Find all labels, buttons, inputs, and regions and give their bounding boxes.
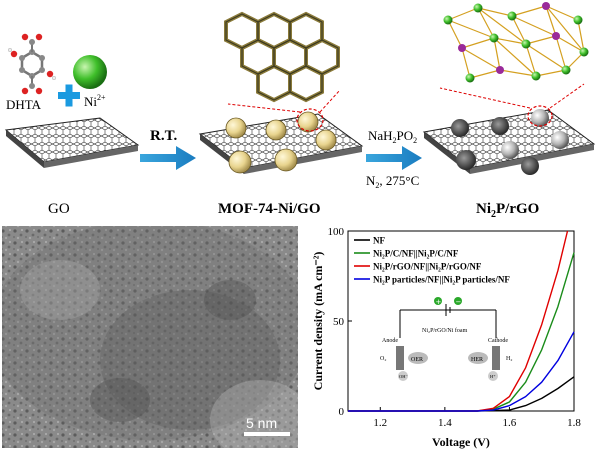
x-tick-label: 1.6 [503, 417, 517, 429]
reaction-arrow-1 [140, 146, 196, 170]
mof-go-label: MOF-74-Ni/GO [218, 201, 320, 217]
electrolyzer-inset: + − Ni₂P/rGO/Ni foam Anode Cathode OER H… [380, 297, 512, 381]
y-axis-label: Current density (mA cm⁻²) [311, 252, 325, 391]
anode-electrode [396, 346, 404, 370]
scale-bar-label: 5 nm [246, 415, 277, 431]
x-tick-label: 1.8 [567, 417, 581, 429]
tem-micrograph: 5 nm [2, 226, 298, 448]
ni-ion-label: Ni2+ [84, 93, 106, 109]
ni2p-particles [451, 109, 569, 175]
anode-label: Anode [382, 338, 398, 344]
legend-label-3: Ni₂P particles/NF||Ni₂P particles/NF [373, 275, 510, 285]
o2-label: O₂ [380, 356, 386, 362]
ni2p-rgo-label: Ni2P/rGO [476, 201, 539, 220]
cathode-label: Cathode [488, 338, 508, 344]
inset-title: Ni₂P/rGO/Ni foam [422, 327, 468, 334]
legend-label-2: Ni₂P/rGO/NF||Ni₂P/rGO/NF [373, 262, 482, 272]
plus-sign-icon [58, 84, 80, 107]
series-line-0 [348, 376, 575, 412]
x-axis-ticks: 1.2 1.4 1.6 1.8 [373, 407, 581, 429]
series-lines [348, 230, 575, 412]
mof-particles [225, 111, 337, 174]
step2-atmosphere: N2, 275°C [366, 173, 419, 190]
ni-ion-icon [73, 55, 107, 89]
plus-terminal-icon [434, 297, 442, 305]
graphene-oxide-sheet [4, 117, 140, 163]
y-tick-label: 50 [333, 316, 345, 328]
series-line-3 [348, 331, 575, 412]
go-label: GO [48, 201, 70, 217]
y-axis-ticks: 0 50 100 [328, 226, 352, 418]
svg-text:+: + [436, 298, 442, 306]
x-tick-label: 1.4 [438, 417, 452, 429]
oh-label: OH⁻ [399, 374, 408, 379]
synthesis-scheme: DHTA Ni2+ GO R.T. [4, 2, 596, 220]
step2-reagent: NaH2PO2 [368, 128, 417, 145]
svg-text:HER: HER [471, 357, 483, 363]
hplus-label: H⁺ [490, 374, 496, 379]
legend-label-0: NF [373, 236, 385, 246]
x-tick-label: 1.2 [373, 417, 387, 429]
y-tick-label: 100 [328, 226, 345, 238]
minus-terminal-icon [454, 297, 462, 305]
svg-text:−: − [456, 298, 462, 306]
h2-label: H₂ [506, 356, 512, 362]
step1-condition: R.T. [150, 128, 177, 144]
mof-framework-structure [224, 11, 340, 103]
reaction-arrow-2 [366, 146, 422, 170]
legend-label-1: Ni₂P/C/NF||Ni₂P/C/NF [373, 249, 459, 259]
oer-bubble [408, 352, 428, 364]
her-bubble [468, 352, 488, 364]
chart-legend: NF Ni₂P/C/NF||Ni₂P/C/NF Ni₂P/rGO/NF||Ni₂P/… [354, 236, 510, 285]
ni2p-crystal-structure [443, 2, 589, 83]
y-tick-label: 0 [339, 406, 345, 418]
svg-text:OER: OER [411, 357, 423, 363]
cathode-electrode [492, 346, 500, 370]
dhta-molecule-icon [7, 33, 57, 95]
dhta-label: DHTA [6, 97, 42, 112]
polarization-chart: 0 50 100 1.2 1.4 1.6 1.8 + − Ni₂P/rGO/Ni foam… [311, 226, 581, 449]
x-axis-label: Voltage (V) [432, 435, 490, 449]
scale-bar [244, 432, 290, 436]
